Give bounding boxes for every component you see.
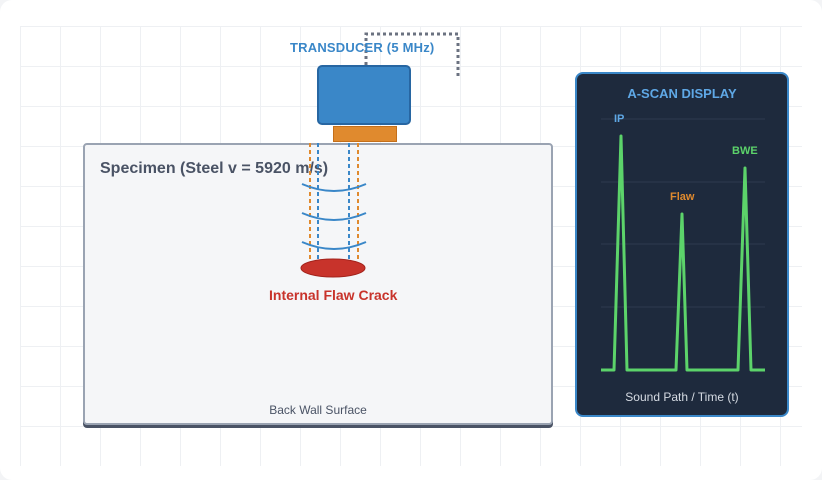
ascan-title: A-SCAN DISPLAY (627, 86, 737, 101)
transducer-label: TRANSDUCER (5 MHz) (290, 40, 435, 55)
ascan-signal (601, 134, 765, 372)
wave-front-1 (301, 183, 367, 192)
peak-label-ip: IP (614, 113, 625, 125)
backwall-label: Back Wall Surface (269, 403, 367, 417)
ascan-gridlines (601, 118, 765, 308)
peak-label-flaw: Flaw (670, 191, 695, 203)
transducer-crystal (333, 126, 397, 142)
flaw-crack (300, 258, 366, 278)
transducer-body (317, 65, 411, 125)
peak-label-bwe: BWE (732, 145, 758, 157)
specimen-label: Specimen (Steel v = 5920 m/s) (100, 160, 329, 177)
ascan-axis-label: Sound Path / Time (t) (625, 390, 739, 404)
wave-front-2 (301, 212, 367, 221)
ascan-plot (601, 118, 765, 372)
wave-front-3 (301, 241, 367, 250)
flaw-label: Internal Flaw Crack (269, 287, 398, 303)
